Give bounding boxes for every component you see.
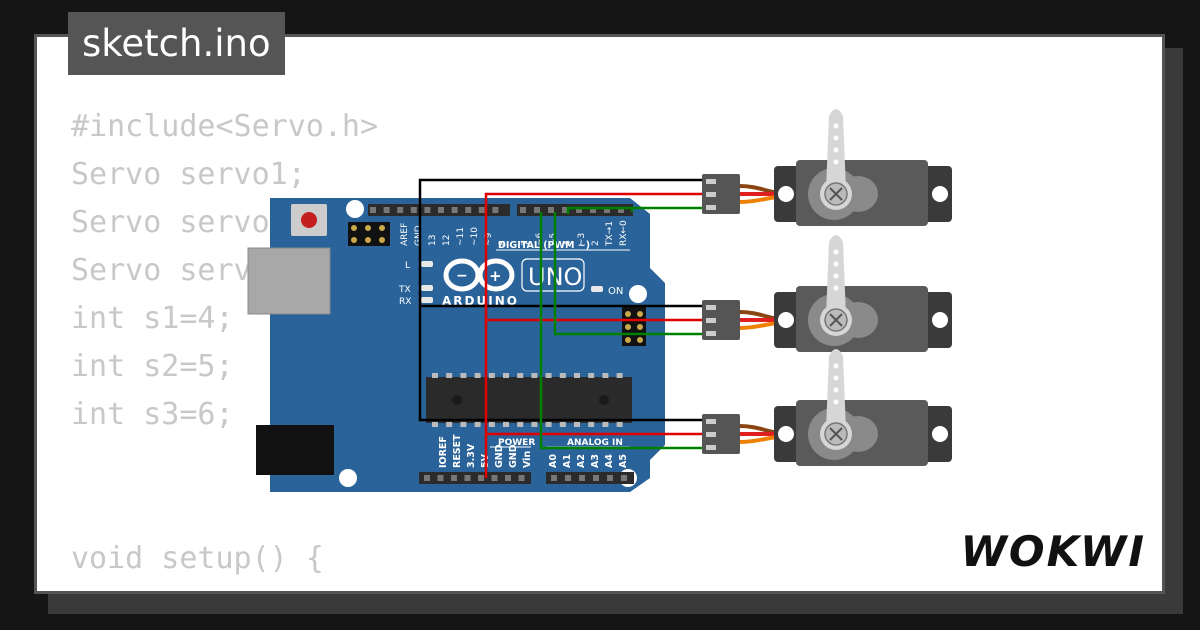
pin-label: RX←0 [619, 220, 629, 246]
pin-label: 13 [428, 235, 438, 246]
code-line: #include<Servo.h> [71, 109, 379, 144]
analog-pin-label: A1 [562, 454, 573, 468]
svg-text:−: − [456, 268, 468, 284]
on-label: ON [608, 286, 623, 297]
servo-motor[interactable] [702, 109, 952, 226]
filename-tab[interactable]: sketch.ino [68, 12, 285, 75]
power-header [419, 472, 531, 484]
code-line: Servo servo1; [71, 157, 306, 192]
wires [418, 178, 704, 478]
pin-label: 7 [521, 240, 531, 246]
analog-label: ANALOG IN [567, 438, 623, 448]
analog-pin-label: A2 [576, 454, 587, 468]
servo-motor[interactable] [702, 235, 952, 352]
pin-label: 12 [442, 235, 452, 246]
pin-label: ~10 [470, 227, 480, 246]
analog-pin-label: A4 [604, 454, 615, 468]
svg-text:+: + [489, 267, 502, 285]
code-line: int s1=4; [71, 301, 234, 336]
servo-motor[interactable] [702, 349, 952, 466]
led-rx-label: RX [399, 297, 411, 307]
pin-label: AREF [400, 223, 410, 246]
code-line: servo1.attach(s1); [71, 583, 432, 591]
usb-port [247, 247, 331, 315]
power-label: POWER [498, 438, 535, 448]
pin-label: ~9 [484, 232, 494, 246]
analog-pin-label: A0 [548, 454, 559, 468]
led-tx-label: TX [398, 285, 411, 295]
power-jack [256, 425, 334, 475]
power-pin-label: Vin [522, 451, 533, 468]
led-l-label: L [405, 261, 410, 271]
pin-label: ~3 [577, 233, 587, 246]
power-pin-label: RESET [452, 434, 463, 468]
power-pin-label: IOREF [438, 436, 449, 468]
analog-pin-label: A5 [618, 454, 629, 468]
code-preview: #include<Servo.h> Servo servo1; Servo serv… [71, 103, 432, 591]
power-pin-label: GND [508, 444, 519, 468]
pin-label: 2 [591, 240, 601, 246]
analog-header [546, 472, 634, 484]
brand-label: ARDUINO [442, 294, 519, 308]
pin-label: TX→1 [605, 221, 615, 247]
pin-label: 4 [563, 240, 573, 246]
code-line: int s2=5; [71, 349, 234, 384]
digital-label: DIGITAL (PWM ~) [498, 240, 590, 251]
pin-label: 8 [498, 240, 508, 246]
analog-pin-label: A3 [590, 454, 601, 468]
wokwi-logo: WOKWI [960, 527, 1146, 576]
code-line: void setup() { [71, 541, 324, 576]
pin-label: ~11 [456, 227, 466, 246]
power-pin-label: GND [494, 444, 505, 468]
code-line: int s3=6; [71, 397, 234, 432]
code-line: Servo servo3; [71, 253, 306, 288]
power-pin-label: 3.3V [466, 443, 477, 468]
arduino-logo-icon [443, 258, 515, 292]
